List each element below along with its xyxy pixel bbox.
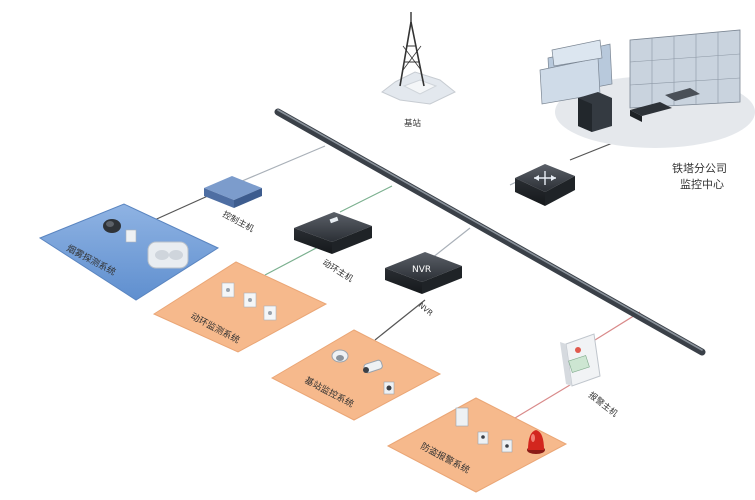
bullet-camera-icon [363,359,383,374]
video-wall [629,29,741,109]
monitoring-center-label-line1: 铁塔分公司 [672,162,727,175]
ceiling-detector-icon [147,241,189,269]
zone-intrusion-alarm: 防盗报警系统 [386,397,568,493]
network-switch-icon [515,164,575,206]
dome-camera-icon [331,349,349,363]
alarm-siren-icon [527,430,545,454]
alarm-host-label: 报警主机 [586,390,620,420]
nvr-icon: NVR [385,252,462,294]
line-alarm-to-zone [514,384,571,419]
line-env-to-zone [264,245,321,276]
zone-station-monitoring: 基站监控系统 [270,329,442,421]
zone-smoke-detection: 烟雾探测系统 [38,203,220,301]
control-host-icon [204,176,262,208]
line-nvr-to-zone [374,299,426,341]
nvr-device-text: NVR [412,265,431,275]
zone-env-monitoring: 动环监测系统 [152,261,328,353]
monitoring-center-icon [539,29,755,148]
line-env-host [339,185,393,213]
env-host-label: 动环主机 [320,257,355,285]
line-control-to-smoke [149,194,211,223]
backbone-bus [274,108,706,356]
base-station-label: 基站 [404,118,422,129]
nvr-caption: NVR [417,301,435,318]
pir-detector-icon [455,407,469,427]
alarm-host-icon [560,333,601,387]
control-host-label: 控制主机 [221,209,257,235]
env-host-icon [294,212,372,254]
base-station-tower-icon: 基站 [381,12,456,129]
line-control-host [234,145,326,185]
monitoring-center-label-line2: 监控中心 [680,177,724,191]
connection-lines [149,131,641,419]
sensor-icon [125,229,137,243]
line-nvr [431,227,471,259]
